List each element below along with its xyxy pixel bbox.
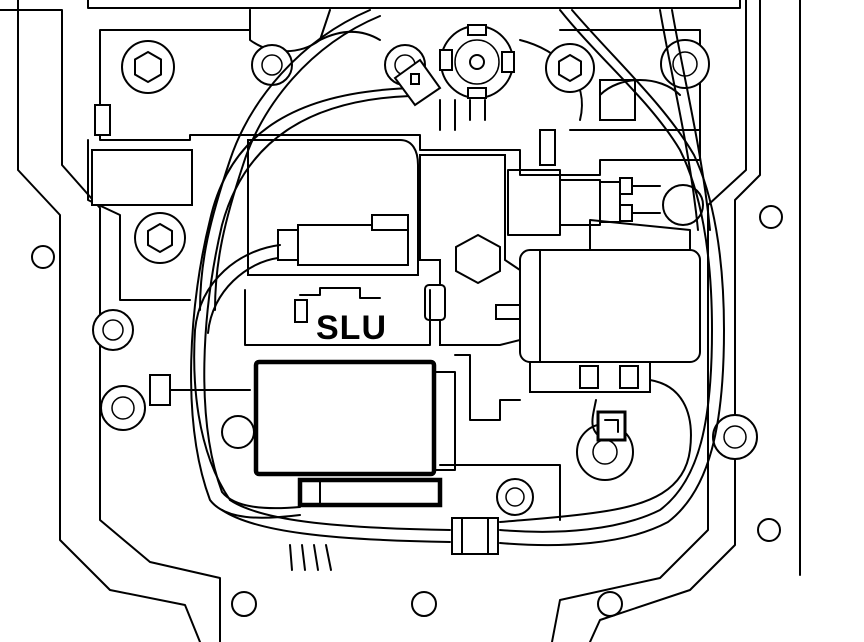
bolt-icon: [231, 591, 257, 617]
bolt-icon: [92, 309, 134, 351]
bolt-icon: [545, 43, 595, 93]
bolt-icon: [121, 40, 175, 94]
central-block: [419, 154, 523, 346]
bolt-icon: [411, 591, 437, 617]
bolt-icon: [496, 478, 534, 516]
housing-outline: [0, 0, 801, 642]
slu-callout-label: SLU: [316, 309, 387, 347]
bolt-icon: [221, 415, 255, 449]
bolt-icon: [759, 205, 783, 229]
top-gear-assembly: [249, 9, 681, 121]
flange-holes: [31, 205, 783, 617]
harness-clip: [596, 410, 627, 442]
bolt-icon: [455, 233, 501, 285]
connector-icon: [451, 517, 499, 555]
upper-solenoid: [247, 139, 419, 276]
bolt-icon: [712, 414, 758, 460]
solenoid-icon: [149, 354, 561, 521]
bolt-icon: [134, 212, 186, 264]
bolt-icon: [597, 591, 623, 617]
bolt-icon: [100, 385, 146, 431]
wire-harness-icon: [190, 9, 725, 571]
bolt-icon: [251, 44, 293, 86]
bolt-icon: [31, 245, 55, 269]
mid-valve-area: SLU: [244, 287, 431, 347]
connector-icon: [393, 58, 486, 131]
hex-bolts: [92, 39, 758, 516]
bolt-icon: [757, 518, 781, 542]
right-solenoid: [519, 249, 701, 441]
